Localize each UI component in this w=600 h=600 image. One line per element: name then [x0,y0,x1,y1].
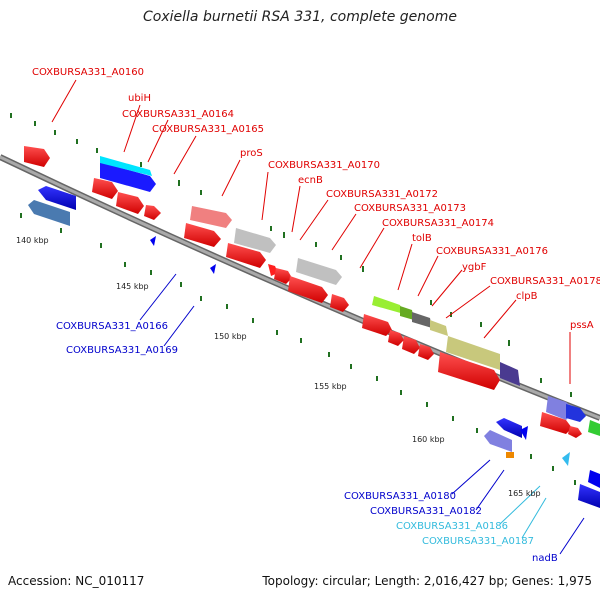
gene-label: COXBURSA331_A0160 [32,67,144,78]
gene-label: COXBURSA331_A0174 [382,218,494,229]
gene-arrow [484,430,512,452]
gene-arrow [116,192,144,214]
label-leader-lines [51,79,585,555]
gene-arrow [412,312,432,328]
gene-arrow [38,186,76,210]
gene-arrow [566,404,586,422]
gene-label: COXBURSA331_A0164 [122,109,234,120]
gene-arrow [496,418,522,438]
gene-arrow [540,412,572,434]
gene-label: COXBURSA331_A0170 [268,160,380,171]
gene-label: COXBURSA331_A0166 [56,321,168,332]
gene-label: ygbF [462,262,487,273]
gene-label: COXBURSA331_A0169 [66,345,178,356]
gene-label: proS [240,148,263,159]
tick-label: 165 kbp [508,489,541,498]
gene-arrow [150,236,156,246]
gene-label: ecnB [298,175,323,186]
gene-arrow [578,484,600,508]
gene-label: pssA [570,320,594,331]
forward-gene-features [24,146,600,438]
gene-label: COXBURSA331_A0173 [354,203,466,214]
gene-label: COXBURSA331_A0176 [436,246,548,257]
gene-label: COXBURSA331_A0178 [490,276,600,287]
gene-arrow [500,362,520,386]
gene-label: tolB [412,233,432,244]
tick-label: 140 kbp [16,236,49,245]
gene-arrow [438,352,500,390]
gene-arrow [100,156,152,176]
gene-arrow [588,420,600,436]
gene-label: ubiH [128,93,151,104]
gene-arrow [296,258,342,285]
gene-arrow [362,314,392,336]
gene-label: COXBURSA331_A0187 [422,536,534,547]
gene-arrow [92,178,118,199]
map-title: Coxiella burnetii RSA 331, complete geno… [143,9,457,25]
gene-arrow [288,276,328,303]
gene-arrow [274,268,292,284]
kbp-scale: 140 kbp 145 kbp 150 kbp 155 kbp 160 kbp … [16,236,541,498]
gene-arrow [562,452,570,466]
gene-label: nadB [532,553,558,564]
tick-label: 155 kbp [314,382,347,391]
gene-arrow [372,296,404,314]
gene-label: COXBURSA331_A0182 [370,506,482,517]
gene-arrow [400,306,414,320]
gene-arrow [506,452,514,458]
gene-arrow [402,336,420,354]
gene-arrow [446,336,500,370]
gene-arrow [226,243,266,268]
gene-arrow [430,320,448,336]
gene-arrow [24,146,50,167]
gene-arrow [184,223,221,247]
gene-arrow [210,264,216,274]
tick-label: 160 kbp [412,435,445,444]
gene-labels: COXBURSA331_A0160 ubiH COXBURSA331_A0164… [32,67,600,564]
gene-arrow [234,228,276,253]
gene-arrow [520,426,528,440]
topology-summary: Topology: circular; Length: 2,016,427 bp… [262,574,592,588]
gene-arrow [190,206,232,228]
gene-label: COXBURSA331_A0172 [326,189,438,200]
gene-label: COXBURSA331_A0165 [152,124,264,135]
gene-arrow [28,200,70,226]
gene-label: clpB [516,291,538,302]
tick-label: 145 kbp [116,282,149,291]
gene-arrow [588,470,600,488]
inner-tick-ring [20,213,576,485]
gene-label: COXBURSA331_A0180 [344,491,456,502]
gene-arrow [100,162,156,192]
reverse-gene-features [28,186,600,508]
gene-arrow [418,344,434,360]
gene-label: COXBURSA331_A0186 [396,521,508,532]
gene-arrow [568,426,582,438]
accession-label: Accession: NC_010117 [8,574,145,588]
tick-label: 150 kbp [214,332,247,341]
gene-arrow [144,205,161,220]
gene-arrow [388,330,404,346]
gene-arrow [330,294,349,312]
